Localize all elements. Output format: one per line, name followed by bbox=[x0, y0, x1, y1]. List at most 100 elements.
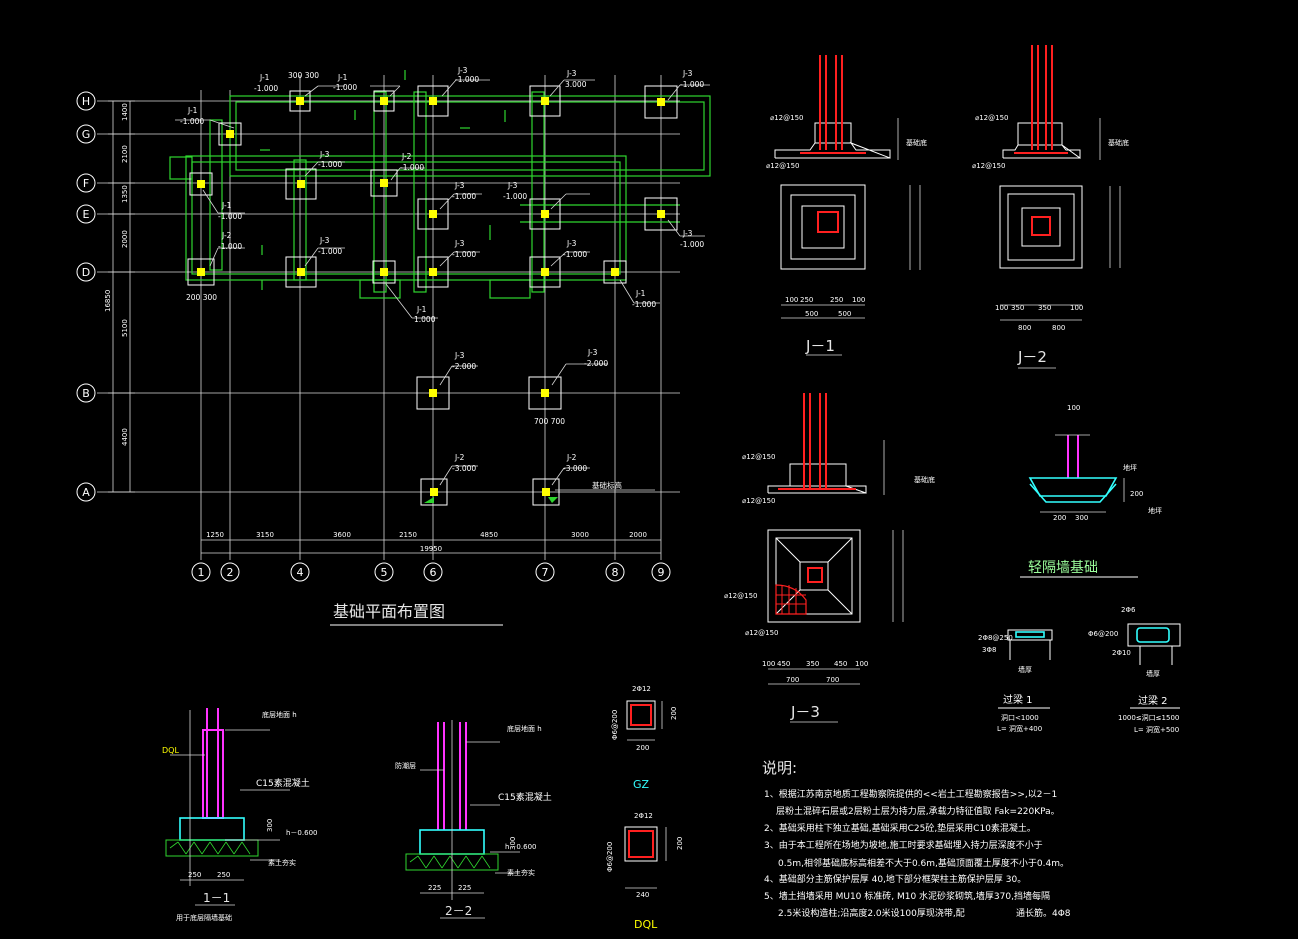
j3-rebar-label: ⌀12@150 bbox=[742, 453, 775, 461]
design-notes: 说明: 1、根据江苏南京地质工程勘察院提供的<<岩土工程勘察报告>>,以2－1 … bbox=[762, 759, 1071, 919]
s11-sub: 用于底层隔墙基础 bbox=[176, 913, 232, 922]
axis-row-f: F bbox=[83, 177, 89, 190]
dql-top: 2Φ12 bbox=[634, 812, 653, 820]
dim-row-total: 16850 bbox=[104, 290, 112, 312]
plan-label-id: J-3 bbox=[457, 66, 468, 75]
j1-dim: 100 bbox=[852, 296, 865, 304]
left-dimension-texts: 1400 2100 1350 2000 5100 4400 16850 bbox=[104, 103, 129, 446]
axis-col-4: 4 bbox=[297, 566, 304, 579]
j1-rebar-label: ⌀12@150 bbox=[770, 114, 803, 122]
plan-label-elev: -1.000 bbox=[503, 192, 527, 201]
axis-bubble-labels: H G F E D B A 1 2 4 5 6 7 8 9 bbox=[82, 95, 665, 579]
dim-col-6: 3000 bbox=[571, 531, 589, 539]
label-leaders bbox=[175, 79, 710, 491]
plan-label-elev: -1.000 bbox=[180, 117, 204, 126]
lintel2-wall: 墙厚 bbox=[1146, 669, 1160, 678]
partition-dim: 100 bbox=[1067, 404, 1080, 412]
j3-rebar-plan: ⌀12@150 bbox=[724, 592, 757, 600]
gz-dim: 200 bbox=[636, 744, 649, 752]
plan-label-elev: -1.000 bbox=[632, 300, 656, 309]
s11-dql: DQL bbox=[162, 746, 179, 755]
axis-row-e: E bbox=[83, 208, 90, 221]
dql-dim: 240 bbox=[636, 891, 649, 899]
dim-row-5: 5100 bbox=[121, 319, 129, 337]
j1-dim: 100 bbox=[785, 296, 798, 304]
plan-title: 基础平面布置图 bbox=[333, 602, 445, 621]
plan-label-id: J-2 bbox=[221, 231, 232, 240]
s11-dim: 250 bbox=[217, 871, 230, 879]
j2-dim: 350 bbox=[1011, 304, 1024, 312]
foundation-plan: H G F E D B A 1 2 4 5 6 7 8 9 1250 3150 … bbox=[76, 66, 711, 626]
plan-label-id: J-3 bbox=[682, 69, 693, 78]
j1-dim-total: 500 bbox=[838, 310, 851, 318]
section-2-2: 底层地面 h C15素混凝土 h－0.600 素土夯实 防潮层 225 225 … bbox=[395, 720, 552, 919]
plan-footing-labels: J-1 -1.000 J-1 -1.000 J-1 -1.000 J-3 -1.… bbox=[180, 66, 704, 490]
j3-dim: 100 bbox=[855, 660, 868, 668]
plan-label-elev: -1.000 bbox=[455, 75, 479, 84]
plan-label-id: J-2 bbox=[401, 152, 412, 161]
plan-label-elev: -1.000 bbox=[254, 84, 278, 93]
plan-footings bbox=[187, 85, 678, 506]
plan-label-id: J-3 bbox=[319, 150, 330, 159]
partition-dim: 200 bbox=[1130, 490, 1143, 498]
partition-label: 地坪 bbox=[1148, 506, 1162, 515]
bottom-dimension-texts: 1250 3150 3600 2150 4850 3000 2000 19950 bbox=[206, 531, 647, 553]
plan-label-elev: -1.000 bbox=[318, 160, 342, 169]
note-line: 1、根据江苏南京地质工程勘察院提供的<<岩土工程勘察报告>>,以2－1 bbox=[764, 788, 1057, 800]
j2-dim-total: 800 bbox=[1052, 324, 1065, 332]
j2-side-label: 基础底 bbox=[1108, 138, 1129, 147]
s11-elev: h－0.600 bbox=[286, 829, 317, 837]
lintel2-top: 2Φ6 bbox=[1121, 606, 1136, 614]
dql-side: Φ6@200 bbox=[606, 842, 614, 872]
plan-label-id: J-3 bbox=[682, 229, 693, 238]
row-grid-lines bbox=[97, 100, 680, 493]
lintel2-bottom: 2Φ10 bbox=[1112, 649, 1131, 657]
plan-label-id: J-3 bbox=[587, 348, 598, 357]
plan-label-id: J-2 bbox=[566, 453, 577, 462]
axis-bubbles bbox=[76, 91, 671, 582]
plan-label-id: J-3 bbox=[566, 69, 577, 78]
footing-detail-j3: ⌀12@150 ⌀12@150 ⌀12@150 ⌀12@150 基础底 100 … bbox=[724, 393, 935, 723]
axis-col-9: 9 bbox=[658, 566, 665, 579]
plan-label-id: J-1 bbox=[221, 201, 232, 210]
section-1-1: 底层地面 h C15素混凝土 h－0.600 素土夯实 250 250 300 … bbox=[162, 708, 317, 922]
lintel1-wall: 墙厚 bbox=[1018, 665, 1032, 674]
footing-detail-j1: ⌀12@150 ⌀12@150 基础底 100 250 250 100 500 … bbox=[766, 55, 927, 356]
dim-col-4: 2150 bbox=[399, 531, 417, 539]
s22-concrete: C15素混凝土 bbox=[498, 791, 552, 803]
plan-label-id: J-1 bbox=[187, 106, 198, 115]
dim-col-2: 3150 bbox=[256, 531, 274, 539]
plan-small-dim: 200 300 bbox=[186, 293, 217, 302]
dim-total: 19950 bbox=[420, 545, 442, 553]
j3-rebar-label-bottom: ⌀12@150 bbox=[742, 497, 775, 505]
lintel2-note2: L= 洞宽+500 bbox=[1134, 725, 1179, 734]
note-tail: 通长筋。4Φ8 bbox=[1016, 907, 1071, 919]
axis-row-g: G bbox=[82, 128, 91, 141]
plan-label-elev: -1.000 bbox=[400, 163, 424, 172]
dql-title: DQL bbox=[634, 918, 658, 931]
lintel1-note2: L= 洞宽+400 bbox=[997, 724, 1042, 733]
plan-label-elev: 1.000 bbox=[414, 315, 436, 324]
plan-label-id: J-3 bbox=[454, 239, 465, 248]
j1-dim: 250 bbox=[800, 296, 813, 304]
s11-dim: 250 bbox=[188, 871, 201, 879]
plan-label-id: J-1 bbox=[635, 289, 646, 298]
axis-col-2: 2 bbox=[227, 566, 234, 579]
s22-ground: 底层地面 h bbox=[507, 724, 542, 733]
plan-label-elev: -1.000 bbox=[218, 212, 242, 221]
s11-height: 300 bbox=[266, 819, 274, 832]
note-line: 4、基础部分主筋保护层厚 40,地下部分框架柱主筋保护层厚 30。 bbox=[764, 873, 1026, 885]
note-line: 2、基础采用柱下独立基础,基础采用C25砼,垫层采用C10素混凝土。 bbox=[764, 822, 1036, 834]
axis-col-1: 1 bbox=[198, 566, 205, 579]
j1-title: J－1 bbox=[805, 337, 835, 355]
s22-dim: 225 bbox=[428, 884, 441, 892]
s11-title: 1－1 bbox=[203, 891, 230, 905]
gz-top: 2Φ12 bbox=[632, 685, 651, 693]
note-line: 层粉土混碎石层或2层粉土层为持力层,承载力特征值取 Fak=220KPa。 bbox=[776, 805, 1060, 817]
plan-label-id: J-2 bbox=[454, 453, 465, 462]
plan-label-elev: -1.000 bbox=[452, 250, 476, 259]
partition-title: 轻隔墙基础 bbox=[1028, 559, 1098, 576]
gz-dim: 200 bbox=[670, 707, 678, 720]
j2-dim-total: 800 bbox=[1018, 324, 1031, 332]
